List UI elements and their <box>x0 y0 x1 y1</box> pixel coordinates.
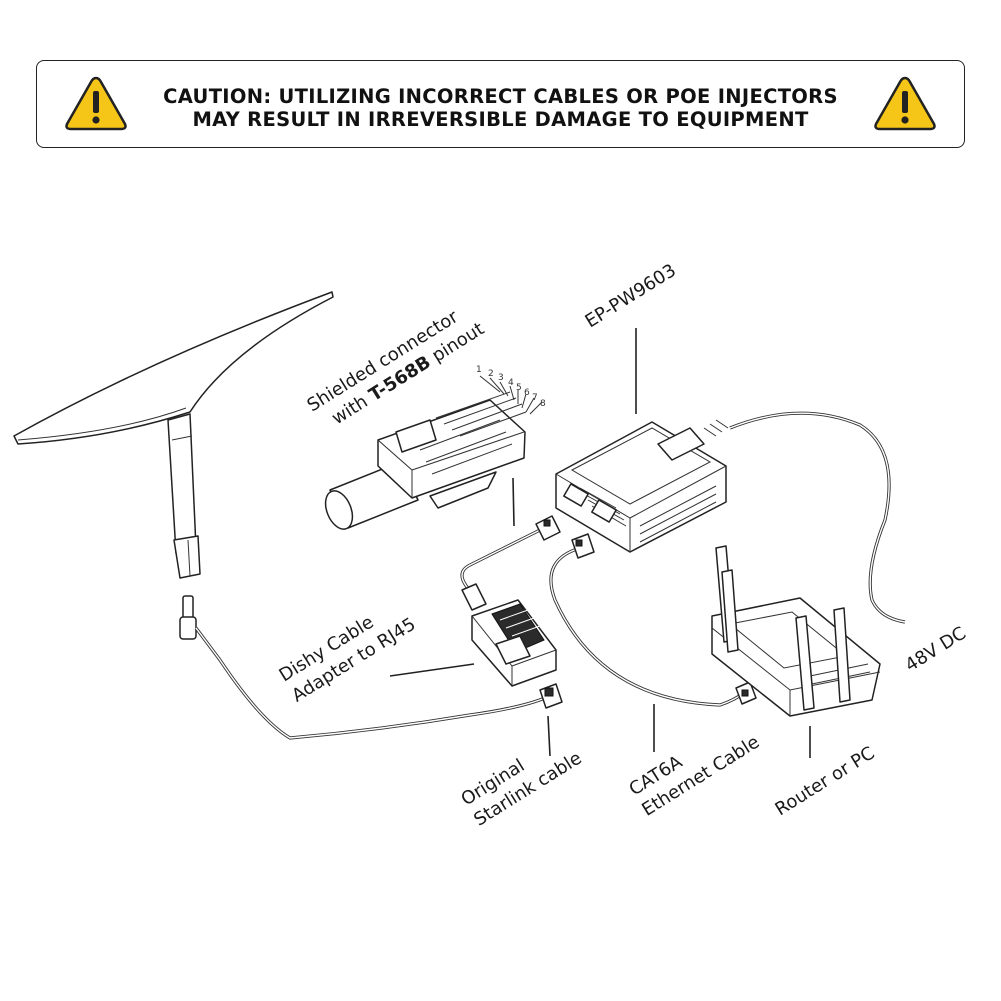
caution-line-1: CAUTION: UTILIZING INCORRECT CABLES OR P… <box>163 85 838 108</box>
router-illustration <box>711 545 881 758</box>
pin-number: 1 <box>476 365 482 375</box>
pin-number: 5 <box>516 383 522 393</box>
pin-number: 7 <box>532 393 538 403</box>
router-label: Router or PC <box>772 743 879 821</box>
cat6a-cable <box>549 533 757 752</box>
starlink-leader-line <box>547 715 551 757</box>
dishy-leader-line <box>389 663 475 677</box>
caution-banner: CAUTION: UTILIZING INCORRECT CABLES OR P… <box>36 60 965 148</box>
power-cable <box>703 411 906 624</box>
injector-label: EP-PW9603 <box>582 260 680 332</box>
pin-number: 4 <box>508 378 514 388</box>
shielded-connector-illustration <box>324 375 543 530</box>
pin-number: 6 <box>524 388 530 398</box>
caution-line-2: MAY RESULT IN IRREVERSIBLE DAMAGE TO EQU… <box>192 108 809 131</box>
dishy-label: Dishy Cable Adapter to RJ45 <box>276 612 420 707</box>
caution-text: CAUTION: UTILIZING INCORRECT CABLES OR P… <box>137 85 864 131</box>
starlink-dish-illustration <box>13 291 334 640</box>
patch-cable <box>460 515 561 611</box>
cat6a-label: CAT6A Ethernet Cable <box>626 732 764 821</box>
warning-triangle-icon <box>874 76 936 131</box>
starlink-label: Original Starlink cable <box>458 748 586 831</box>
poe-injector-illustration <box>555 328 727 553</box>
pin-number: 3 <box>498 373 504 383</box>
starlink-cable <box>194 627 563 740</box>
dishy-adapter-illustration <box>471 599 557 687</box>
pin-number: 8 <box>540 399 546 409</box>
pin-numbers: 1 2 3 4 5 6 7 8 <box>476 365 546 409</box>
pin-number: 2 <box>488 369 494 379</box>
warning-triangle-icon <box>65 76 127 131</box>
power-label: 48V DC <box>902 623 970 677</box>
